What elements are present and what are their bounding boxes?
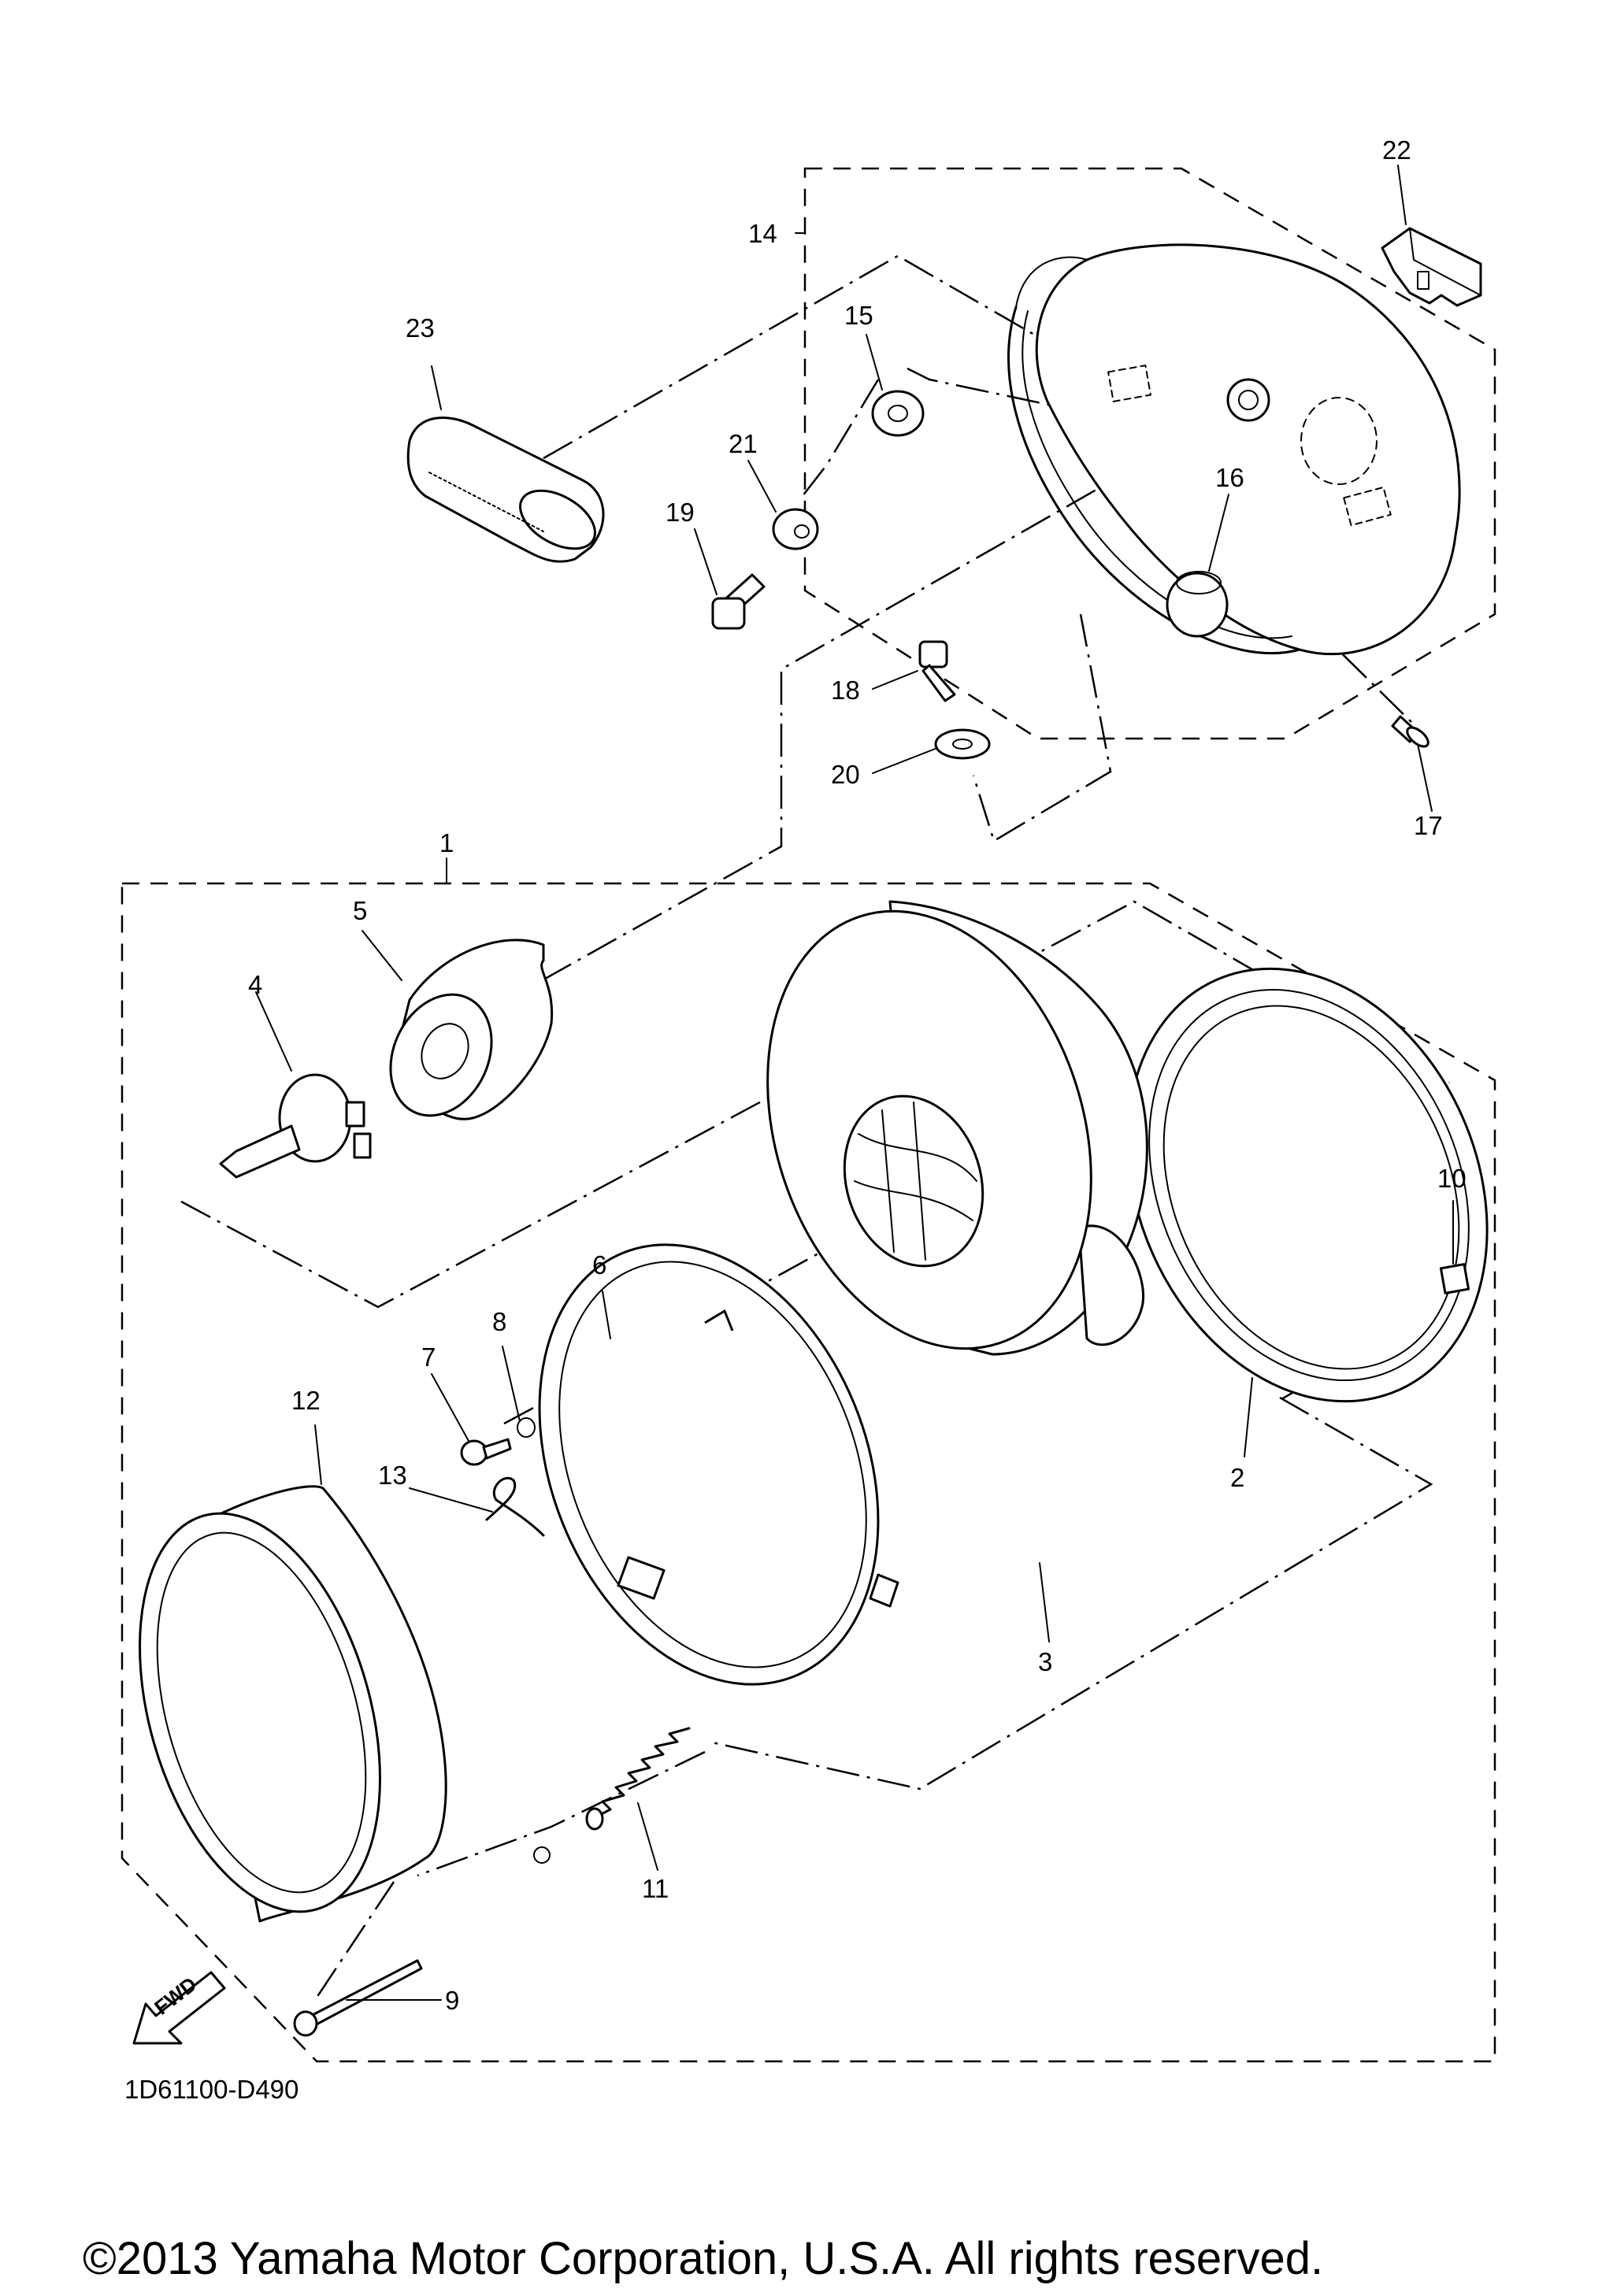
clamp-22 bbox=[1381, 227, 1482, 307]
ring-6 bbox=[538, 1243, 899, 1686]
reflector-3 bbox=[766, 900, 1148, 1356]
collar-21 bbox=[772, 508, 819, 550]
fwd-arrow-icon: FWD bbox=[132, 1971, 226, 2045]
callout-17: 17 bbox=[1414, 811, 1443, 840]
bulb-4 bbox=[219, 1073, 372, 1179]
group-boundary-14 bbox=[803, 167, 1496, 740]
spring-clip-13 bbox=[485, 1477, 545, 1537]
group-boundary-1 bbox=[121, 882, 1496, 2063]
callout-11: 11 bbox=[642, 1874, 669, 1903]
callout-2: 2 bbox=[1230, 1463, 1244, 1492]
callout-15: 15 bbox=[844, 301, 873, 330]
nut-10 bbox=[1439, 1263, 1470, 1294]
callout-numbers: 22 14 15 23 21 19 16 18 20 17 1 5 4 10 6… bbox=[248, 135, 1467, 2015]
callout-12: 12 bbox=[291, 1386, 321, 1415]
bezel-12 bbox=[139, 1485, 551, 1923]
bolt-18 bbox=[918, 640, 956, 702]
callout-22: 22 bbox=[1382, 135, 1411, 165]
copyright-notice: ©2013 Yamaha Motor Corporation, U.S.A. A… bbox=[83, 2233, 1323, 2284]
bolt-19 bbox=[711, 573, 766, 630]
callout-1: 1 bbox=[439, 828, 454, 857]
leader-lines bbox=[255, 165, 1454, 2001]
grommet-15 bbox=[871, 390, 925, 437]
sleeve-23 bbox=[406, 417, 605, 563]
callout-9: 9 bbox=[445, 1986, 459, 2015]
callout-19: 19 bbox=[666, 498, 695, 527]
callout-18: 18 bbox=[831, 676, 860, 705]
callout-8: 8 bbox=[492, 1307, 506, 1336]
figure-code: 1D61100-D490 bbox=[124, 2075, 298, 2104]
callout-4: 4 bbox=[248, 970, 262, 999]
callout-14: 14 bbox=[748, 219, 777, 248]
callout-5: 5 bbox=[353, 896, 367, 925]
spring-11 bbox=[585, 1727, 691, 1831]
callout-16: 16 bbox=[1215, 463, 1244, 492]
grommet-16 bbox=[1166, 571, 1229, 638]
screw-7 bbox=[460, 1438, 512, 1466]
callout-7: 7 bbox=[421, 1342, 436, 1372]
screw-9 bbox=[293, 1959, 423, 2037]
clip-8 bbox=[517, 1417, 536, 1438]
callout-10: 10 bbox=[1437, 1164, 1467, 1193]
callout-23: 23 bbox=[406, 313, 435, 343]
headlight-housing bbox=[1007, 243, 1461, 656]
callout-13: 13 bbox=[378, 1461, 407, 1490]
callout-6: 6 bbox=[592, 1250, 606, 1279]
callout-21: 21 bbox=[729, 429, 758, 458]
callout-3: 3 bbox=[1038, 1647, 1052, 1676]
washer-20 bbox=[934, 728, 991, 760]
screw-17 bbox=[1391, 715, 1429, 748]
rim-2 bbox=[1126, 967, 1489, 1403]
callout-20: 20 bbox=[831, 760, 860, 789]
socket-5 bbox=[389, 939, 554, 1120]
